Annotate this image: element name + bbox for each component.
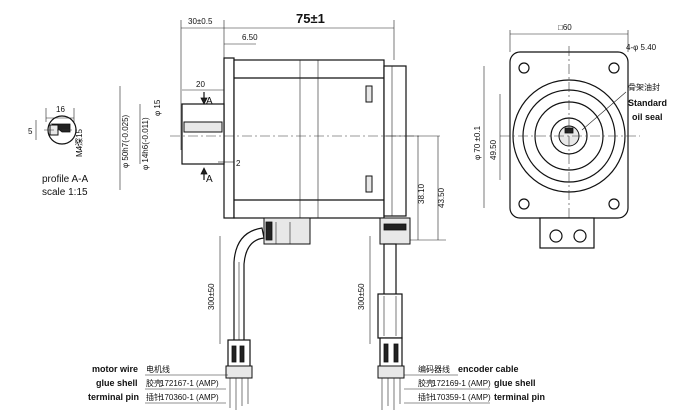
- glue-shell-right-cn: 胶壳: [418, 378, 434, 388]
- right-callouts: 编码器线 encoder cable 胶壳 172169-1 (AMP) glu…: [404, 364, 545, 404]
- dim-gap: 2: [236, 159, 241, 168]
- encoder-cable-cn: 编码器线: [418, 364, 450, 374]
- section-marker-top: A: [206, 96, 213, 107]
- encoder-cable-label: encoder cable: [458, 364, 519, 374]
- dim-overall-length: 75±1: [296, 11, 325, 26]
- dim-pilot-dia: φ 50h7(-0.025): [121, 114, 130, 168]
- glue-shell-left-label: glue shell: [96, 378, 138, 388]
- motor-wire-label: motor wire: [92, 364, 138, 374]
- glue-shell-right-label: glue shell: [494, 378, 536, 388]
- profile-key-note: M4深15: [75, 128, 84, 157]
- dim-cable-len-right: 300±50: [357, 283, 366, 310]
- cables: 300±50 300±50: [207, 227, 405, 410]
- dim-shaft-len: 20: [196, 80, 205, 89]
- oil-seal-cn: 骨架油封: [628, 82, 660, 92]
- dim-body-h2: 43.50: [437, 187, 446, 208]
- dim-shaft-step: 30±0.5: [188, 17, 213, 26]
- dim-body-h1: 38.10: [417, 183, 426, 204]
- oil-seal-label-line1: Standard: [628, 98, 667, 108]
- profile-scale: scale 1:15: [42, 187, 88, 198]
- profile-title: profile A-A: [42, 174, 88, 185]
- section-marker-bottom: A: [206, 174, 213, 185]
- dim-body-width: 49.50: [489, 139, 498, 160]
- dim-pcd: φ 70 ±0.1: [473, 125, 482, 160]
- terminal-pin-right-label: terminal pin: [494, 392, 545, 402]
- front-view: □60 4-φ 5.40 φ 70 ±0.1 49.50 骨架油封 Standa…: [473, 23, 667, 249]
- profile-a-a-view: 16 5 M4深15 profile A-A scale 1:15: [28, 105, 88, 198]
- dim-cable-len-left: 300±50: [207, 283, 216, 310]
- dim-holes: 4-φ 5.40: [626, 43, 657, 52]
- side-view: 75±1 30±0.5 6.50 A A 20 φ 15: [119, 11, 446, 245]
- terminal-pin-left-code: 170360-1 (AMP): [160, 393, 219, 402]
- glue-shell-left-code: 172167-1 (AMP): [160, 379, 219, 388]
- dim-shaft-dia: φ 15: [153, 99, 162, 116]
- dim-square: □60: [558, 23, 572, 32]
- oil-seal-label-line2: oil seal: [632, 112, 663, 122]
- terminal-pin-left-cn: 插针: [146, 392, 162, 402]
- profile-dim-16: 16: [56, 105, 65, 114]
- dim-shaft-fit: φ 14h6(-0.011): [141, 117, 150, 170]
- glue-shell-right-code: 172169-1 (AMP): [432, 379, 491, 388]
- terminal-pin-right-code: 170359-1 (AMP): [432, 393, 491, 402]
- dim-flange-thk: 6.50: [242, 33, 258, 42]
- left-callouts: motor wire 电机线 glue shell 胶壳 172167-1 (A…: [88, 364, 228, 404]
- terminal-pin-left-label: terminal pin: [88, 392, 139, 402]
- terminal-pin-right-cn: 插针: [418, 392, 434, 402]
- profile-dim-5: 5: [28, 127, 33, 136]
- glue-shell-left-cn: 胶壳: [146, 378, 162, 388]
- motor-wire-cn: 电机线: [146, 364, 170, 374]
